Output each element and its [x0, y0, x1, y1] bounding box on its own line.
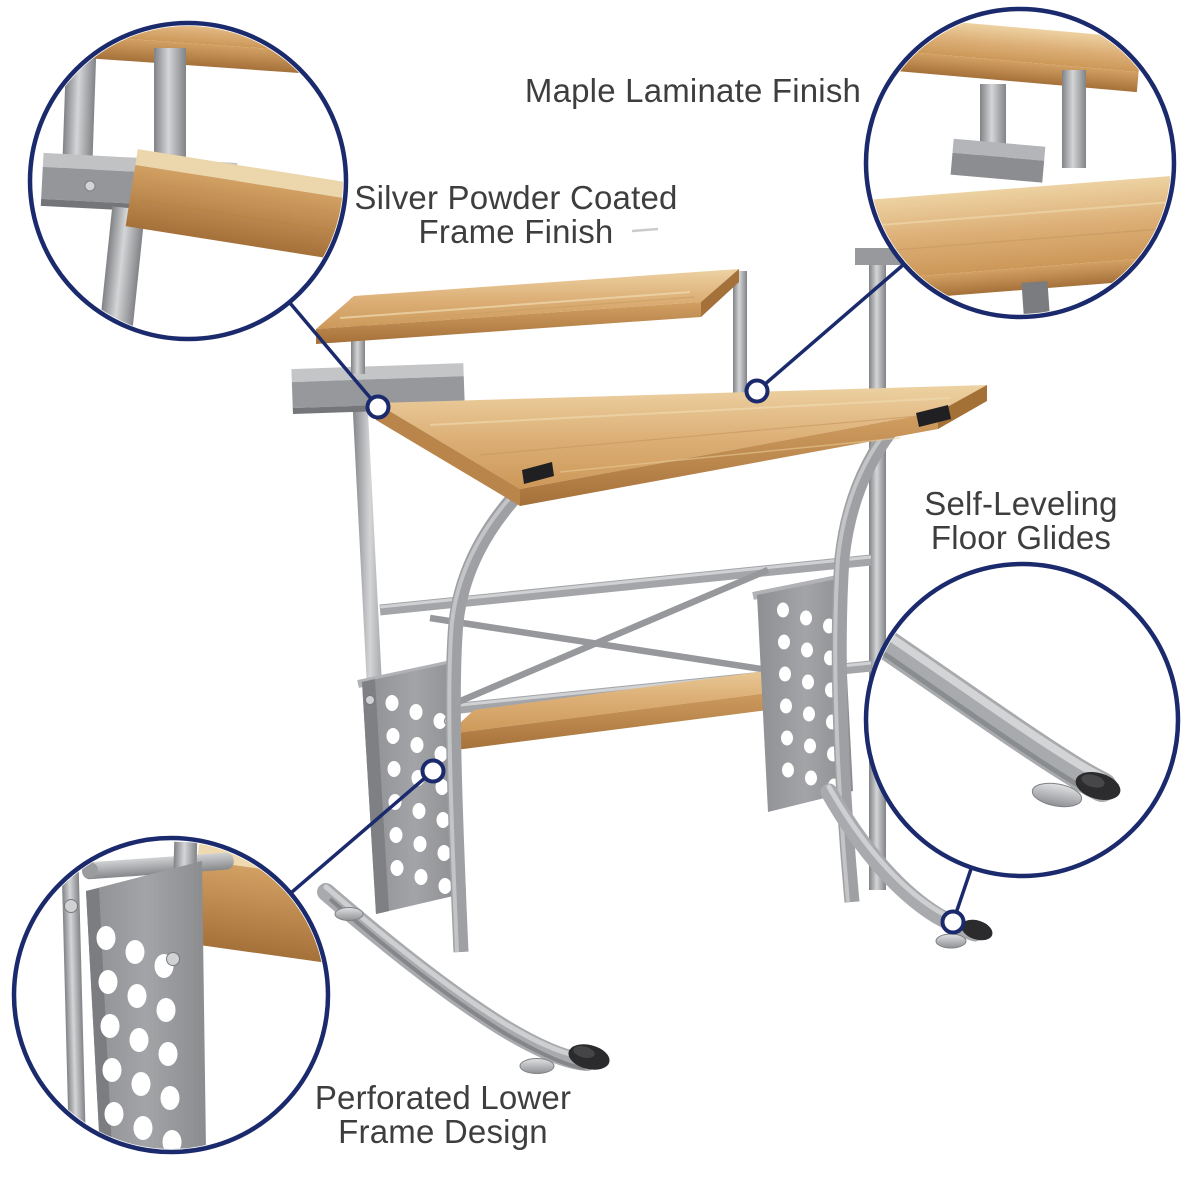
corner-bracket — [522, 462, 554, 484]
label-perforated-lower-frame-design: Perforated Lower Frame Design — [293, 1081, 593, 1149]
left-front-leg — [445, 486, 525, 953]
label-maple-laminate-finish: Maple Laminate Finish — [443, 74, 943, 108]
desktop — [376, 385, 987, 506]
callout-content-frame-joint — [40, 26, 343, 336]
desk-back-right-bracket — [855, 248, 903, 265]
perforation-holes — [777, 602, 840, 794]
label-line: Frame Finish — [418, 213, 614, 250]
monitor-shelf — [316, 269, 739, 344]
leader-dot-frame-joint — [365, 394, 391, 420]
label-line: Perforated Lower — [314, 1079, 572, 1116]
left-foot — [317, 883, 610, 1074]
leader-dot-perforated-panel — [420, 758, 446, 784]
corner-bracket — [916, 405, 951, 427]
leader-frame-joint — [288, 301, 380, 409]
lower-shelf — [448, 660, 848, 751]
leader-perforated-panel — [290, 769, 435, 894]
label-line: Silver Powder Coated — [354, 179, 678, 216]
label-connector-dash — [631, 227, 659, 233]
floor-glide-disc — [1031, 782, 1083, 808]
leader-maple-laminate — [755, 263, 905, 393]
label-silver-powder-coated-frame-finish: Silver Powder Coated Frame Finish — [316, 181, 716, 249]
front-floor-glide — [519, 1058, 555, 1074]
label-line: Self-Leveling — [924, 485, 1118, 522]
callout-content-maple-laminate — [869, 13, 1171, 314]
label-line: Frame Design — [338, 1113, 548, 1150]
shelf-support-tube-right — [733, 271, 747, 403]
leader-lines — [288, 227, 973, 935]
label-line: Maple Laminate Finish — [524, 72, 862, 109]
right-perforated-panel — [752, 573, 853, 812]
label-line: Floor Glides — [930, 519, 1112, 556]
callout-content-floor-glide — [869, 613, 1121, 808]
foot-end-cap — [961, 919, 993, 941]
leader-dot-floor-glide — [940, 909, 966, 935]
front-floor-glide — [935, 933, 967, 949]
perforation-holes — [96, 926, 182, 1149]
desk-clamp-bar — [291, 363, 465, 415]
rear-floor-glide — [334, 907, 364, 921]
leader-dot-maple-laminate — [744, 378, 770, 404]
label-self-leveling-floor-glides: Self-Leveling Floor Glides — [871, 487, 1171, 555]
